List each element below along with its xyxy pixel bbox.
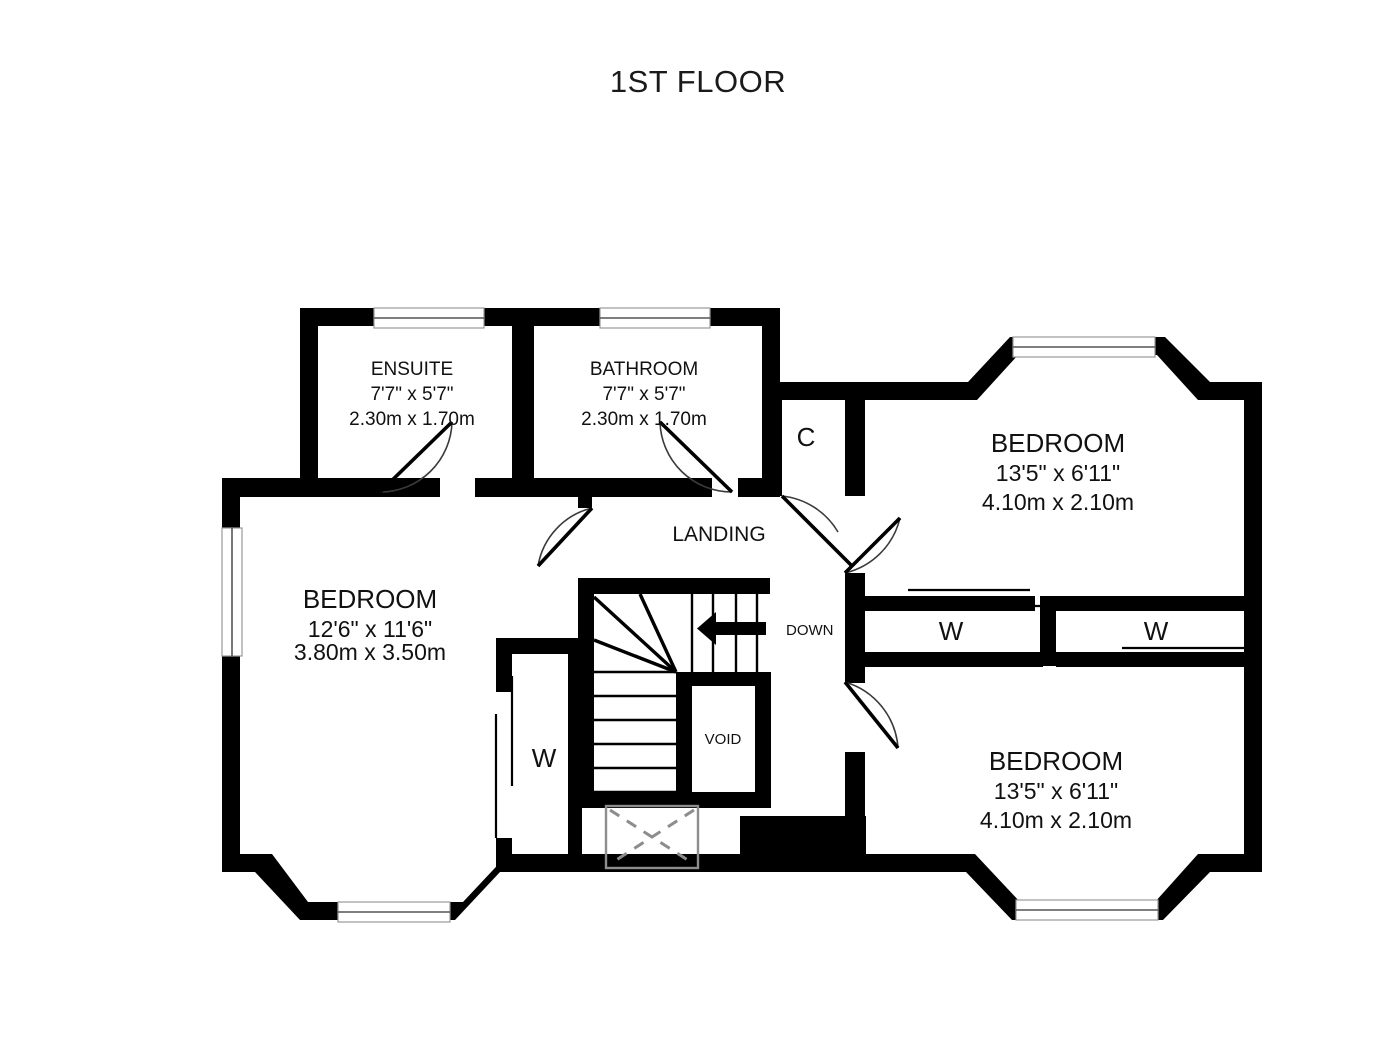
wardrobe-label-middle: W bbox=[939, 616, 964, 646]
wall-wardrobe-left-east bbox=[568, 654, 582, 872]
room-label-bathroom-name: BATHROOM bbox=[590, 359, 698, 380]
room-label-bedroom-topright-imperial: 13'5" x 6'11" bbox=[996, 460, 1120, 486]
wall-landing-east-upper bbox=[845, 573, 865, 683]
interior-area bbox=[240, 326, 1244, 902]
roof-window-icon bbox=[604, 804, 700, 870]
wall-stair-south bbox=[578, 792, 770, 808]
wall-ensuite-south-b bbox=[475, 478, 534, 497]
wall-bathroom-south-c bbox=[592, 478, 712, 497]
wall-void-west bbox=[676, 672, 692, 808]
wall-cupboard-west bbox=[762, 382, 782, 496]
room-label-ensuite-imperial: 7'7" x 5'7" bbox=[370, 384, 453, 405]
wall-wardrobe-top bbox=[865, 596, 1035, 611]
room-label-ensuite-metric: 2.30m x 1.70m bbox=[349, 409, 475, 430]
door-arc-bedroom-left bbox=[537, 507, 593, 567]
doors bbox=[378, 420, 902, 750]
door-leaf-ensuite bbox=[378, 420, 454, 494]
wardrobe-label-right: W bbox=[1144, 616, 1169, 646]
room-label-bathroom-imperial: 7'7" x 5'7" bbox=[602, 384, 685, 405]
room-label-bedroom-left-name: BEDROOM bbox=[303, 584, 437, 614]
internal-walls bbox=[240, 308, 1244, 872]
wall-wardrobe-left-bottom bbox=[496, 838, 512, 872]
cupboard-label: C bbox=[797, 422, 816, 452]
windows bbox=[221, 307, 1159, 923]
wall-ensuite-bathroom bbox=[512, 308, 534, 496]
wall-bathroom-south-a bbox=[534, 478, 580, 497]
page-title: 1ST FLOOR bbox=[609, 64, 787, 99]
room-label-ensuite-name: ENSUITE bbox=[371, 359, 453, 380]
door-leaf-bathroom bbox=[658, 420, 734, 494]
room-label-bedroom-left-imperial: 12'6" x 11'6" bbox=[308, 616, 432, 642]
door-arc-bedroom-bottomright bbox=[844, 681, 899, 749]
door-leaf-bedroom-left bbox=[536, 506, 594, 568]
wall-void-east bbox=[755, 672, 771, 808]
wall-cupboard-east bbox=[845, 382, 865, 496]
wall-stair-north bbox=[578, 578, 770, 594]
wall-landing-south-stub bbox=[740, 816, 866, 856]
void-label: VOID bbox=[705, 731, 742, 748]
door-leaf-bedroom-bottomright bbox=[843, 680, 900, 750]
room-label-bathroom-metric: 2.30m x 1.70m bbox=[581, 409, 707, 430]
door-leaf-bedroom-topright bbox=[843, 516, 902, 575]
wardrobe-label-left-bedroom: W bbox=[532, 743, 557, 773]
down-arrow-icon bbox=[697, 612, 766, 645]
wall-wardrobe-bottom-left bbox=[865, 652, 1043, 667]
room-labels: ENSUITE 7'7" x 5'7" 2.30m x 1.70m BATHRO… bbox=[294, 359, 1169, 833]
wall-wardrobe-top-right bbox=[1056, 596, 1244, 611]
door-arc-bathroom bbox=[659, 421, 733, 493]
wall-wardrobe-left-side bbox=[496, 638, 512, 692]
room-label-bedroom-topright-metric: 4.10m x 2.10m bbox=[982, 489, 1134, 515]
down-label: DOWN bbox=[786, 622, 834, 639]
room-label-bedroom-left-metric: 3.80m x 3.50m bbox=[294, 639, 446, 665]
wall-ensuite-south bbox=[240, 478, 440, 497]
wall-wardrobe-divider bbox=[1040, 596, 1056, 666]
room-label-bedroom-topright-name: BEDROOM bbox=[991, 428, 1125, 458]
landing-label: LANDING bbox=[672, 523, 765, 546]
door-arc-cupboard bbox=[781, 495, 839, 533]
door-arc-bedroom-topright bbox=[844, 517, 901, 574]
room-label-bedroom-bottomright-metric: 4.10m x 2.10m bbox=[980, 807, 1132, 833]
wall-bathroom-south-b bbox=[578, 478, 592, 508]
wardrobe-door-lines bbox=[494, 588, 1244, 838]
wall-void-north bbox=[676, 672, 771, 686]
room-label-bedroom-bottomright-imperial: 13'5" x 6'11" bbox=[994, 778, 1118, 804]
door-leaf-cupboard bbox=[780, 494, 854, 568]
room-label-bedroom-bottomright-name: BEDROOM bbox=[989, 746, 1123, 776]
staircase bbox=[592, 593, 766, 794]
building-outline bbox=[222, 308, 1262, 920]
wall-wardrobe-left-top bbox=[496, 638, 584, 654]
door-arc-ensuite bbox=[379, 421, 453, 493]
